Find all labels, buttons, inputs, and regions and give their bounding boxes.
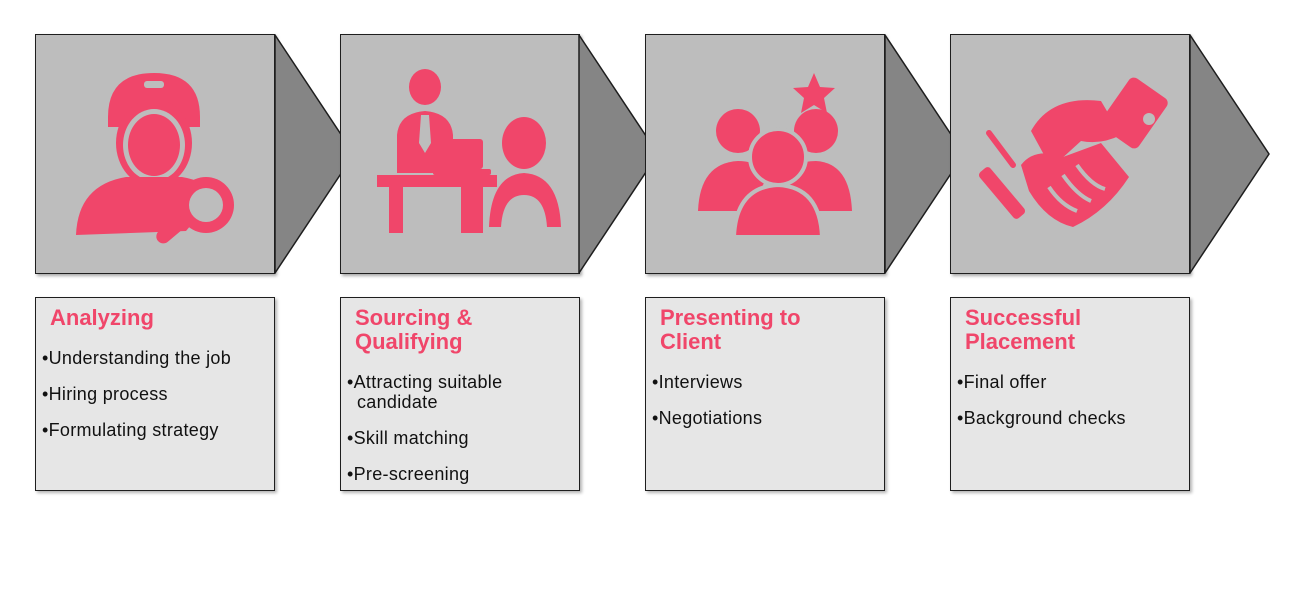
step-3-bullet-2: Negotiations [652, 408, 878, 428]
step-4-bullet-2: Background checks [957, 408, 1183, 428]
step-4-bullet-1: Final offer [957, 372, 1183, 392]
step-2-arrow [578, 34, 659, 274]
step-2-text-box: Sourcing & Qualifying Attracting suitabl… [340, 297, 580, 491]
step-4-title: Successful Placement [965, 305, 1082, 354]
step-3-icon-box [645, 34, 885, 274]
step-4-icon-box [950, 34, 1190, 274]
recruiter-search-icon [76, 73, 234, 244]
step-1-bullet-3: Formulating strategy [42, 420, 268, 440]
step-1-bullet-1: Understanding the job [42, 348, 268, 368]
step-2-title: Sourcing & Qualifying [355, 305, 473, 354]
step-2-bullets: Attracting suitable candidate Skill matc… [347, 372, 573, 484]
step-1-icon-box [35, 34, 275, 274]
step-1-arrow [274, 34, 355, 274]
step-4-bullets: Final offer Background checks [957, 372, 1183, 428]
step-4-arrow [1189, 34, 1270, 274]
handshake-icon [978, 77, 1168, 227]
step-2-bullet-3: Pre-screening [347, 464, 573, 484]
step-2-bullet-2: Skill matching [347, 428, 573, 448]
team-star-icon [698, 73, 852, 239]
interview-desk-icon [377, 69, 561, 233]
step-1-title: Analyzing [50, 305, 154, 330]
step-3-title: Presenting to Client [660, 305, 801, 354]
step-3-text-box: Presenting to Client Interviews Negotiat… [645, 297, 885, 491]
step-3-arrow [884, 34, 965, 274]
step-1-bullet-2: Hiring process [42, 384, 268, 404]
step-2-icon-box [340, 34, 580, 274]
step-2-bullet-1: Attracting suitable candidate [347, 372, 573, 412]
step-1-bullets: Understanding the job Hiring process For… [42, 348, 268, 440]
step-4-text-box: Successful Placement Final offer Backgro… [950, 297, 1190, 491]
step-1-text-box: Analyzing Understanding the job Hiring p… [35, 297, 275, 491]
step-3-bullet-1: Interviews [652, 372, 878, 392]
step-3-bullets: Interviews Negotiations [652, 372, 878, 428]
